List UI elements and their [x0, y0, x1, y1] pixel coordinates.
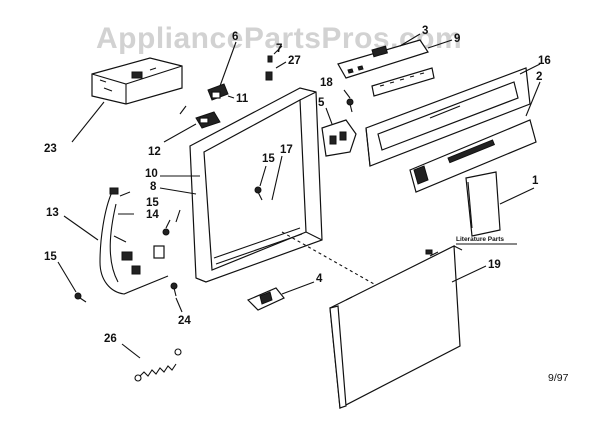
callout-24: 24	[178, 315, 191, 327]
date-code: 9/97	[548, 372, 569, 384]
part-23-bracket	[91, 57, 183, 105]
part-13-wire-harness	[99, 187, 169, 295]
leader-15b	[175, 209, 181, 223]
leader-8	[159, 187, 197, 195]
part-24-screw	[170, 282, 178, 297]
part-3-control-board	[337, 39, 429, 79]
leader-1	[499, 187, 535, 205]
part-6-switch	[207, 83, 229, 101]
leader-19	[451, 265, 487, 283]
leader-7	[273, 45, 283, 55]
callout-15-center: 15	[262, 153, 275, 165]
callout-1: 1	[532, 175, 539, 187]
part-15-screw-center	[254, 186, 263, 201]
part-1-literature	[465, 171, 501, 237]
leader-16	[519, 63, 541, 75]
part-9-keypad	[371, 67, 435, 97]
leader-14	[165, 219, 171, 229]
leader-11	[227, 95, 235, 99]
literature-parts-label: Literature Parts	[456, 236, 504, 243]
callout-19: 19	[488, 259, 501, 271]
part-16-console	[365, 67, 531, 167]
callout-15-mid: 15	[146, 197, 159, 209]
callout-17: 17	[280, 144, 293, 156]
callout-3: 3	[422, 25, 428, 37]
part-14-switch	[153, 228, 170, 259]
leader-24	[175, 297, 183, 313]
callout-5: 5	[318, 97, 325, 109]
callout-16: 16	[538, 55, 551, 67]
callout-9: 9	[454, 33, 460, 45]
leader-23	[71, 101, 105, 143]
callout-7: 7	[276, 43, 282, 55]
part-4-clip	[246, 287, 285, 311]
callout-27: 27	[288, 55, 301, 67]
leader-4	[281, 281, 315, 295]
leader-18	[343, 89, 351, 99]
part-12-hinge	[195, 111, 221, 129]
callout-12: 12	[148, 146, 161, 158]
part-7-clip	[267, 55, 273, 63]
leader-3	[399, 33, 421, 47]
leader-12a	[179, 105, 187, 115]
callout-15-left: 15	[44, 251, 57, 263]
callout-10: 10	[145, 168, 158, 180]
callout-4: 4	[316, 273, 323, 285]
part-19-door-panel	[329, 245, 463, 409]
leader-5	[325, 107, 333, 125]
leader-6	[219, 41, 237, 87]
callout-8: 8	[150, 181, 157, 193]
callout-2: 2	[536, 71, 542, 83]
leader-13	[63, 215, 99, 241]
callout-14: 14	[146, 209, 159, 221]
leader-12	[163, 123, 197, 143]
callout-6: 6	[232, 31, 238, 43]
leader-27	[275, 61, 287, 69]
part-18-screw	[346, 98, 354, 113]
callout-26: 26	[104, 333, 117, 345]
leader-2	[525, 81, 541, 117]
leader-26	[121, 343, 141, 359]
leader-15a	[259, 165, 267, 187]
callout-11: 11	[236, 93, 249, 105]
part-26-spring	[134, 348, 182, 382]
part-27-clip	[265, 71, 273, 81]
leader-9	[427, 39, 453, 49]
callout-18: 18	[320, 77, 333, 89]
part-17-strip	[271, 155, 283, 201]
part-15-screw-left	[74, 292, 87, 303]
part-2-panel	[409, 119, 537, 193]
part-5-bracket	[321, 119, 357, 157]
part-8-door-frame	[189, 87, 323, 283]
leader-15c	[57, 261, 77, 293]
callout-23: 23	[44, 143, 57, 155]
callout-13: 13	[46, 207, 59, 219]
